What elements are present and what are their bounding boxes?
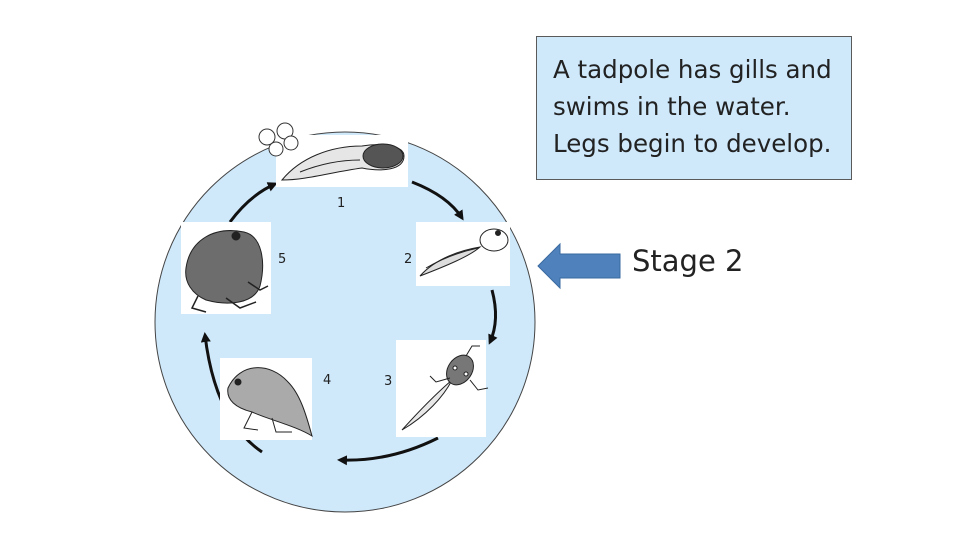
stage-number-2: 2	[404, 252, 412, 267]
froglet-icon	[227, 367, 313, 438]
arrow-1-to-2	[411, 180, 464, 221]
adult-frog-icon	[185, 230, 269, 313]
tadpole-with-legs-icon	[401, 345, 489, 431]
description-line-3: Legs begin to develop.	[553, 129, 832, 158]
tadpole-icon	[419, 228, 509, 277]
description-line-1: A tadpole has gills and	[553, 55, 832, 84]
cycle-circle	[154, 131, 536, 513]
description-line-2: swims in the water.	[553, 92, 791, 121]
stage-4-picture	[220, 358, 313, 440]
stage-number-1: 1	[337, 196, 345, 211]
stage-2-picture	[416, 222, 510, 286]
frog-eggs-icon	[258, 122, 299, 157]
stage-1-picture	[258, 122, 408, 187]
arrow-2-to-3	[488, 289, 498, 345]
arrow-5-to-1	[228, 182, 278, 223]
pointer-arrow	[537, 242, 621, 290]
stage-number-5: 5	[278, 252, 286, 267]
stage-number-4: 4	[323, 373, 331, 388]
stage-number-3: 3	[384, 374, 392, 389]
arrow-3-to-4	[337, 436, 439, 466]
stage-5-picture	[181, 222, 271, 314]
stage-label: Stage 2	[632, 244, 744, 278]
description-box: A tadpole has gills and swims in the wat…	[536, 36, 852, 180]
tadpole-icon	[280, 143, 405, 181]
stage-3-picture	[396, 340, 489, 437]
